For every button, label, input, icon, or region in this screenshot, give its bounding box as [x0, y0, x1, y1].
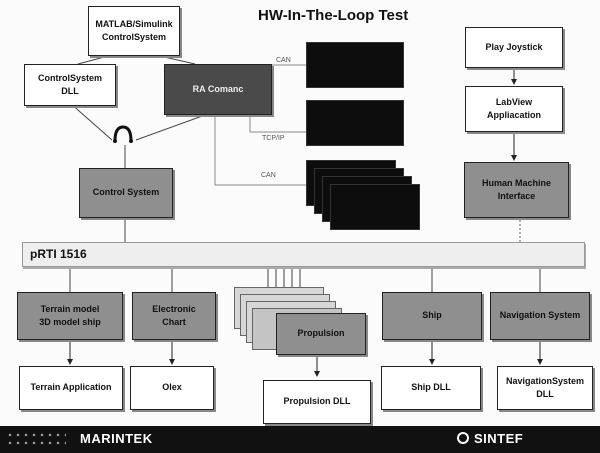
- ship-dll-box: Ship DLL: [381, 366, 481, 410]
- footer-bar: MARINTEK SINTEF: [0, 426, 600, 453]
- monitor-screen: [306, 42, 404, 88]
- prti-bus: pRTI 1516: [22, 242, 585, 267]
- labview-application-box: LabView Appliacation: [465, 86, 563, 132]
- olex-box: Olex: [130, 366, 214, 410]
- navigation-system-box: Navigation System: [490, 292, 590, 340]
- electronic-chart-box: Electronic Chart: [132, 292, 216, 340]
- terrain-model-box: Terrain model 3D model ship: [17, 292, 123, 340]
- ship-box: Ship: [382, 292, 482, 340]
- switch-icon: [113, 125, 133, 143]
- sintef-logo-icon: [457, 432, 469, 444]
- human-machine-interface-box: Human Machine Interface: [464, 162, 569, 218]
- can-link-label: CAN: [261, 172, 276, 179]
- terrain-application-box: Terrain Application: [19, 366, 123, 410]
- navigationsystem-dll-box: NavigationSystem DLL: [497, 366, 593, 410]
- tcp-ip-link-label: TCP/IP: [262, 135, 285, 142]
- ra-comanc-box: RA Comanc: [164, 64, 272, 115]
- propulsion-dll-box: Propulsion DLL: [263, 380, 371, 424]
- monitor-screen-stack: [330, 184, 420, 230]
- can-link-label: CAN: [276, 57, 291, 64]
- control-system-box: Control System: [79, 168, 173, 218]
- marintek-logo-text: MARINTEK: [80, 431, 153, 446]
- matlab-simulink-box: MATLAB/Simulink ControlSystem: [88, 6, 180, 56]
- sintef-logo-text: SINTEF: [474, 431, 524, 446]
- propulsion-box: Propulsion: [276, 313, 366, 355]
- monitor-screen: [306, 100, 404, 146]
- bus-label: pRTI 1516: [30, 247, 87, 261]
- controlsystem-dll-box: ControlSystem DLL: [24, 64, 116, 106]
- diagram-title: HW-In-The-Loop Test: [258, 7, 409, 24]
- play-joystick-box: Play Joystick: [465, 27, 563, 68]
- dot-pattern: [6, 431, 66, 449]
